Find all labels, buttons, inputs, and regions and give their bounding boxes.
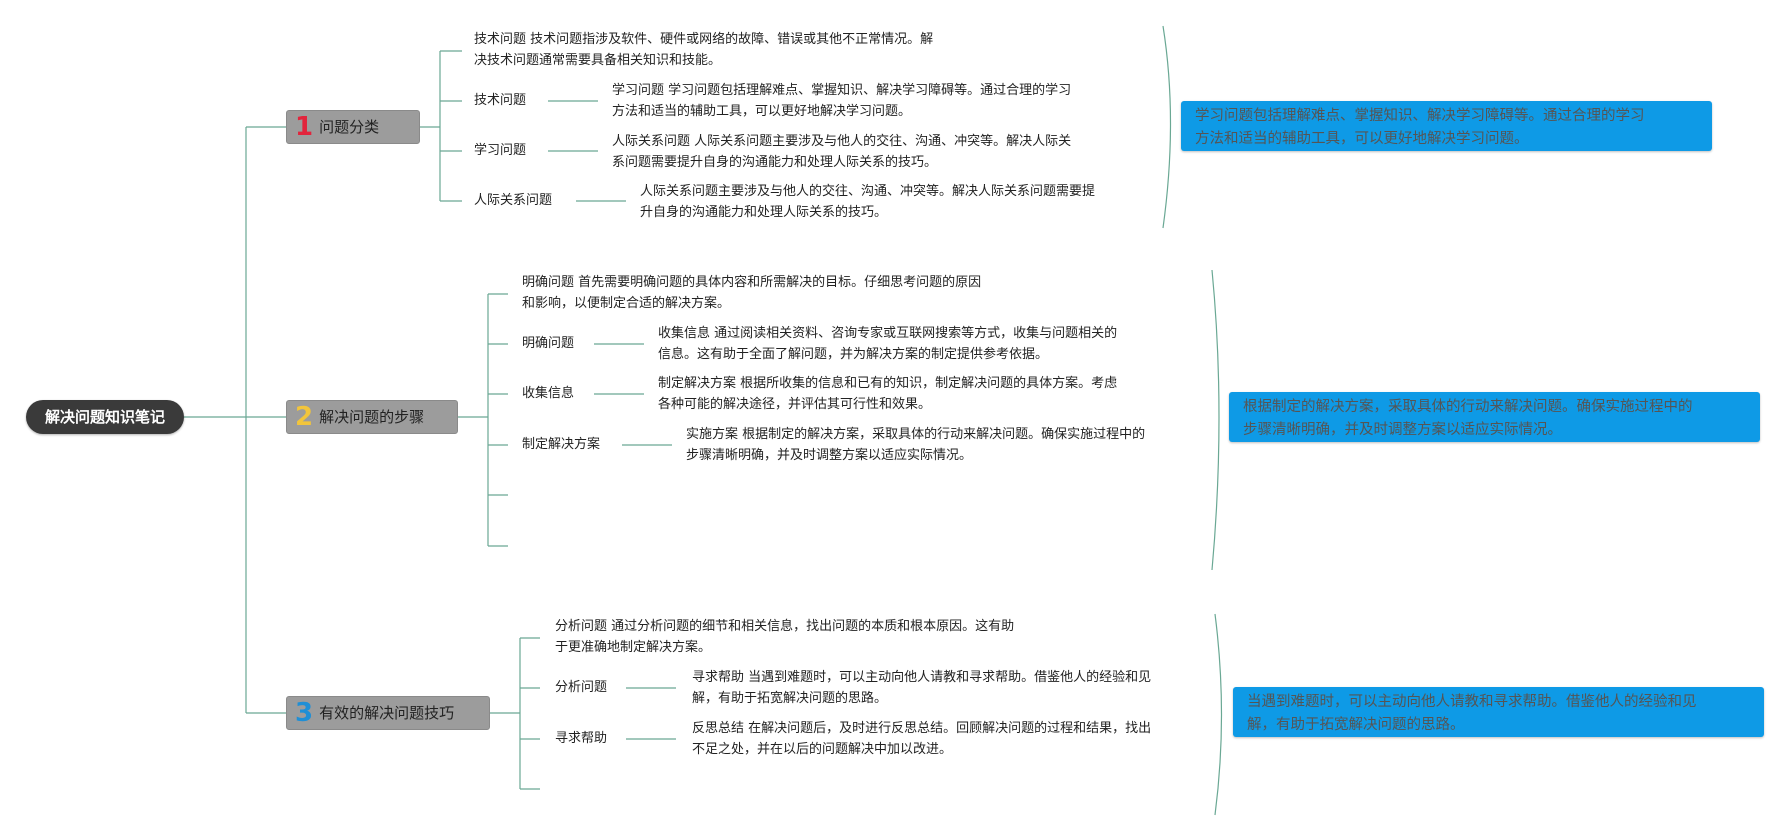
b2-summary-line1: 根据制定的解决方案，采取具体的行动来解决问题。确保实施过程中的 [1243,399,1693,415]
branch-2-topic[interactable]: 2 解决问题的步骤 [286,400,458,434]
b1-item-2-line2[interactable]: 系问题需要提升自身的沟通能力和处理人际关系的技巧。 [612,155,938,170]
b1-desc-line2[interactable]: 决技术问题通常需要具备相关知识和技能。 [474,53,722,68]
b2-item-1-line1[interactable]: 收集信息 通过阅读相关资料、咨询专家或互联网搜索等方式，收集与问题相关的 [658,326,1118,341]
b2-item-1-label[interactable]: 明确问题 [522,336,575,351]
b1-item-1-label[interactable]: 技术问题 [474,93,527,108]
b2-summary-line2: 步骤清晰明确，并及时调整方案以适应实际情况。 [1243,422,1562,438]
b2-item-3-label[interactable]: 制定解决方案 [522,437,601,452]
b2-item-1-line2[interactable]: 信息。这有助于全面了解问题，并为解决方案的制定提供参考依据。 [658,347,1049,362]
b3-summary-line1: 当遇到难题时，可以主动向他人请教和寻求帮助。借鉴他人的经验和见 [1247,694,1697,710]
b3-item-2-line2[interactable]: 不足之处，并在以后的问题解决中加以改进。 [692,742,953,757]
b2-desc-line1[interactable]: 明确问题 首先需要明确问题的具体内容和所需解决的目标。仔细思考问题的原因 [522,275,982,290]
b1-summary-line2: 方法和适当的辅助工具，可以更好地解决学习问题。 [1195,131,1529,147]
b1-item-1-line1[interactable]: 学习问题 学习问题包括理解难点、掌握知识、解决学习障碍等。通过合理的学习 [612,83,1072,98]
b1-desc-line1[interactable]: 技术问题 技术问题指涉及软件、硬件或网络的故障、错误或其他不正常情况。解 [474,32,934,47]
b2-desc-line2[interactable]: 和影响，以便制定合适的解决方案。 [522,296,731,311]
b2-item-2-line1[interactable]: 制定解决方案 根据所收集的信息和已有的知识，制定解决问题的具体方案。考虑 [658,376,1118,391]
bracket-1 [1162,25,1172,229]
bracket-3 [1214,613,1223,816]
b1-summary-note[interactable]: 学习问题包括理解难点、掌握知识、解决学习障碍等。通过合理的学习 方法和适当的辅助… [1181,101,1712,151]
branch-1-label: 问题分类 [319,118,380,136]
b2-item-2-line2[interactable]: 各种可能的解决途径，并评估其可行性和效果。 [658,397,932,412]
b3-item-1-label[interactable]: 分析问题 [555,680,608,695]
b2-summary-note[interactable]: 根据制定的解决方案，采取具体的行动来解决问题。确保实施过程中的 步骤清晰明确，并… [1229,392,1760,442]
number-1-icon: 1 [295,112,314,142]
b1-item-3-line1[interactable]: 人际关系问题主要涉及与他人的交往、沟通、冲突等。解决人际关系问题需要提 [640,184,1096,199]
b1-item-1-line2[interactable]: 方法和适当的辅助工具，可以更好地解决学习问题。 [612,104,912,119]
b3-item-2-label[interactable]: 寻求帮助 [555,731,608,746]
branch-2-label: 解决问题的步骤 [319,408,425,426]
branch-3-label: 有效的解决问题技巧 [319,704,455,722]
b1-summary-line1: 学习问题包括理解难点、掌握知识、解决学习障碍等。通过合理的学习 [1195,108,1645,124]
b3-item-1-line2[interactable]: 解，有助于拓宽解决问题的思路。 [692,691,888,706]
bracket-2 [1211,269,1220,571]
b2-item-3-line2[interactable]: 步骤清晰明确，并及时调整方案以适应实际情况。 [686,448,973,463]
branch-1-topic[interactable]: 1 问题分类 [286,110,420,144]
b3-summary-line2: 解，有助于拓宽解决问题的思路。 [1247,717,1465,733]
b2-item-2-label[interactable]: 收集信息 [522,386,575,401]
number-2-icon: 2 [295,402,314,432]
branch-3-topic[interactable]: 3 有效的解决问题技巧 [286,696,490,730]
b3-summary-note[interactable]: 当遇到难题时，可以主动向他人请教和寻求帮助。借鉴他人的经验和见 解，有助于拓宽解… [1233,687,1764,737]
number-3-icon: 3 [295,698,314,728]
b1-item-3-label[interactable]: 人际关系问题 [474,193,553,208]
b1-item-2-label[interactable]: 学习问题 [474,143,527,158]
b2-item-3-line1[interactable]: 实施方案 根据制定的解决方案，采取具体的行动来解决问题。确保实施过程中的 [686,427,1146,442]
b3-item-2-line1[interactable]: 反思总结 在解决问题后，及时进行反思总结。回顾解决问题的过程和结果，找出 [692,721,1152,736]
b3-desc-line2[interactable]: 于更准确地制定解决方案。 [555,640,712,655]
b1-item-2-line1[interactable]: 人际关系问题 人际关系问题主要涉及与他人的交往、沟通、冲突等。解决人际关 [612,134,1072,149]
b3-desc-line1[interactable]: 分析问题 通过分析问题的细节和相关信息，找出问题的本质和根本原因。这有助 [555,619,1015,634]
b3-item-1-line1[interactable]: 寻求帮助 当遇到难题时，可以主动向他人请教和寻求帮助。借鉴他人的经验和见 [692,670,1152,685]
root-topic[interactable]: 解决问题知识笔记 [26,400,184,434]
b1-item-3-line2[interactable]: 升自身的沟通能力和处理人际关系的技巧。 [640,205,888,220]
